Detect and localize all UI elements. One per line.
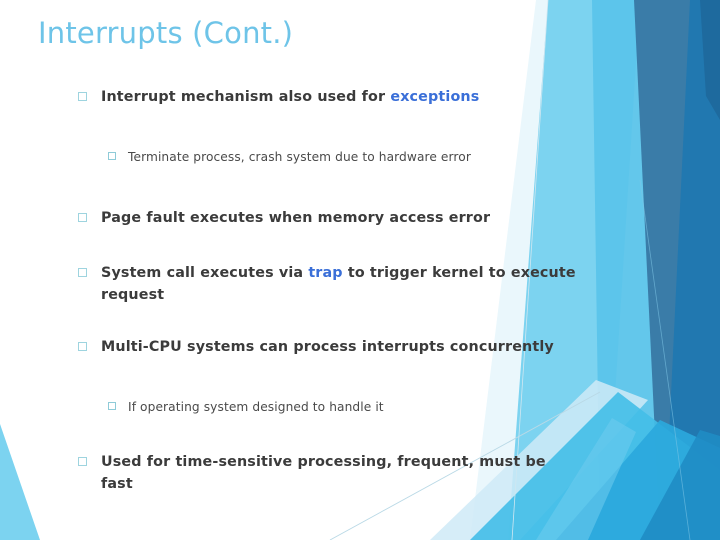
hollow-square-bullet-icon xyxy=(78,213,87,222)
bullet-item-1: Interrupt mechanism also used for except… xyxy=(0,86,620,113)
bullet-text-4: System call executes via trap to trigger… xyxy=(101,262,581,306)
hollow-square-bullet-icon xyxy=(108,402,116,410)
bullet-text-7: Used for time-sensitive processing, freq… xyxy=(101,454,546,492)
slide-title: Interrupts (Cont.) xyxy=(38,16,294,50)
hollow-square-bullet-icon xyxy=(78,268,87,277)
bullet-item-5: Multi-CPU systems can process interrupts… xyxy=(0,336,620,363)
deco-hairline-lower xyxy=(639,179,691,540)
hollow-square-bullet-icon xyxy=(78,92,87,101)
deco-dark-sliver xyxy=(700,0,720,120)
bullet-item-4: System call executes via trap to trigger… xyxy=(0,262,620,306)
bullet-text-4-accent: trap xyxy=(308,265,343,281)
deco-bottom-deep-triangle xyxy=(640,430,720,540)
bullet-text-1-part-0: Interrupt mechanism also used for xyxy=(101,89,391,105)
bullet-text-5: Multi-CPU systems can process interrupts… xyxy=(101,339,554,355)
bullet-text-6: If operating system designed to handle i… xyxy=(128,400,384,414)
bullet-item-6: If operating system designed to handle i… xyxy=(0,397,620,421)
deco-deep-band xyxy=(664,0,720,540)
bullet-text-1: Interrupt mechanism also used for except… xyxy=(101,86,479,108)
bullet-item-7: Used for time-sensitive processing, freq… xyxy=(0,451,620,495)
bullet-item-2: Terminate process, crash system due to h… xyxy=(0,147,620,171)
slide-body: Interrupt mechanism also used for except… xyxy=(0,86,620,495)
bullet-text-4-part-0: System call executes via xyxy=(101,265,309,281)
hollow-square-bullet-icon xyxy=(108,152,116,160)
bullet-text-2: Terminate process, crash system due to h… xyxy=(128,150,471,164)
hollow-square-bullet-icon xyxy=(78,342,87,351)
deco-steel-band xyxy=(634,0,716,540)
bullet-text-1-accent: exceptions xyxy=(390,89,480,105)
bullet-item-3: Page fault executes when memory access e… xyxy=(0,207,620,234)
bullet-text-4-part-2: to trigger kernel to execute request xyxy=(101,265,576,303)
bullet-text-3: Page fault executes when memory access e… xyxy=(101,210,491,226)
hollow-square-bullet-icon xyxy=(78,457,87,466)
